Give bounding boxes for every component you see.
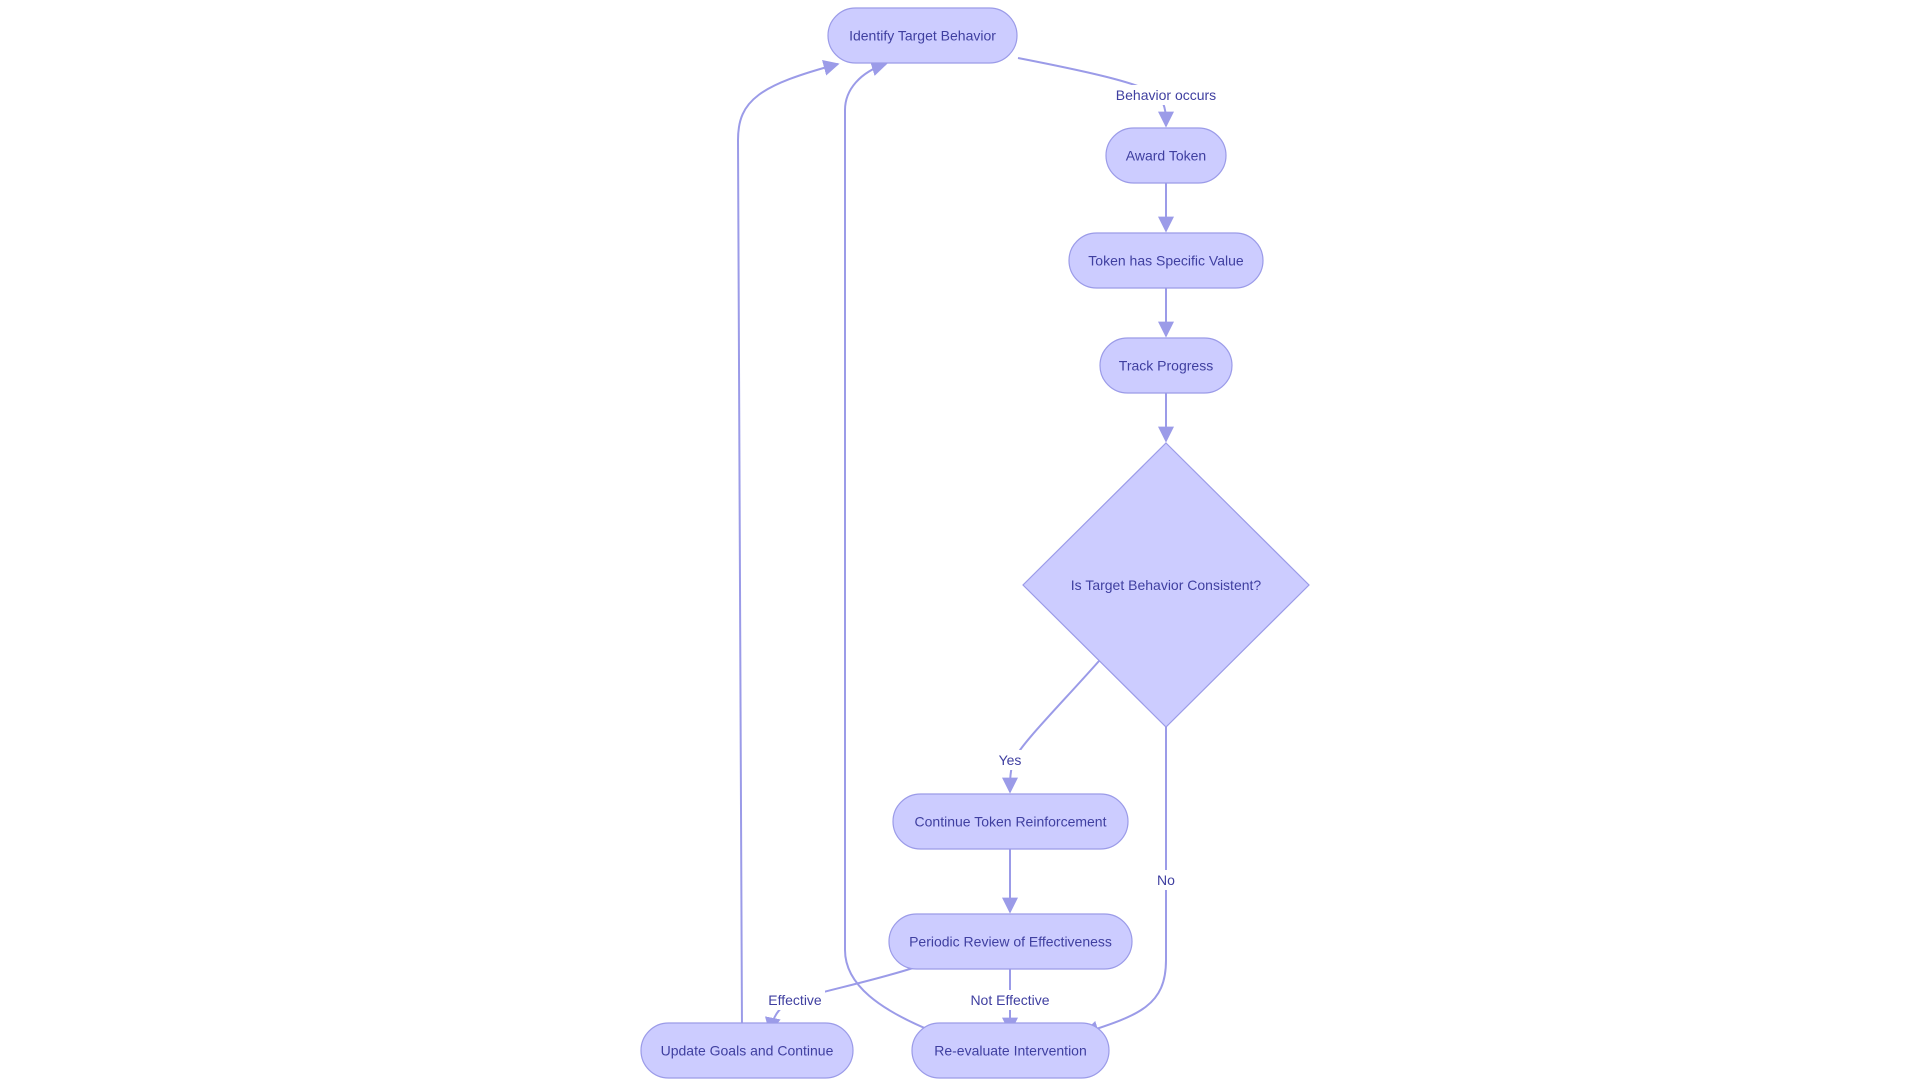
node-decision-consistent[interactable]: Is Target Behavior Consistent? bbox=[1022, 442, 1310, 728]
node-continue-token-reinforcement-label: Continue Token Reinforcement bbox=[915, 814, 1107, 830]
node-reevaluate-intervention[interactable]: Re-evaluate Intervention bbox=[911, 1022, 1110, 1079]
edge-label-no: No bbox=[1153, 870, 1179, 890]
node-token-has-specific-value-label: Token has Specific Value bbox=[1088, 253, 1244, 269]
node-track-progress[interactable]: Track Progress bbox=[1099, 337, 1233, 394]
edge-label-yes-text: Yes bbox=[999, 752, 1022, 768]
edge-label-not-effective: Not Effective bbox=[965, 990, 1055, 1010]
edge-label-behavior-occurs: Behavior occurs bbox=[1113, 85, 1219, 105]
edge-label-effective-text: Effective bbox=[768, 992, 822, 1008]
node-award-token-label: Award Token bbox=[1126, 148, 1206, 164]
edge-label-yes: Yes bbox=[995, 750, 1025, 770]
edge-label-no-text: No bbox=[1157, 872, 1175, 888]
node-periodic-review-label: Periodic Review of Effectiveness bbox=[909, 934, 1112, 950]
edge-decision-to-reevaluate bbox=[1082, 727, 1167, 1037]
node-track-progress-label: Track Progress bbox=[1119, 358, 1213, 374]
node-token-has-specific-value[interactable]: Token has Specific Value bbox=[1068, 232, 1264, 289]
node-identify-target-behavior-label: Identify Target Behavior bbox=[849, 28, 996, 44]
node-continue-token-reinforcement[interactable]: Continue Token Reinforcement bbox=[892, 793, 1129, 850]
edge-label-behavior-occurs-text: Behavior occurs bbox=[1116, 87, 1216, 103]
node-update-goals-label: Update Goals and Continue bbox=[661, 1043, 834, 1059]
nodes: Identify Target Behavior Award Token Tok… bbox=[640, 7, 1310, 1079]
edge-labels: Behavior occurs Yes No Effective Not Eff… bbox=[765, 85, 1219, 1010]
node-reevaluate-intervention-label: Re-evaluate Intervention bbox=[934, 1043, 1087, 1059]
edge-decision-to-continue bbox=[1002, 660, 1100, 794]
edge-update-to-identify bbox=[736, 60, 840, 1033]
node-award-token[interactable]: Award Token bbox=[1105, 127, 1227, 184]
node-update-goals[interactable]: Update Goals and Continue bbox=[640, 1022, 854, 1079]
edge-label-not-effective-text: Not Effective bbox=[970, 992, 1049, 1008]
edge-reevaluate-to-identify bbox=[844, 60, 935, 1033]
node-periodic-review[interactable]: Periodic Review of Effectiveness bbox=[888, 913, 1133, 970]
edge-label-effective: Effective bbox=[765, 990, 825, 1010]
node-identify-target-behavior[interactable]: Identify Target Behavior bbox=[827, 7, 1018, 64]
node-decision-consistent-label: Is Target Behavior Consistent? bbox=[1071, 577, 1262, 593]
